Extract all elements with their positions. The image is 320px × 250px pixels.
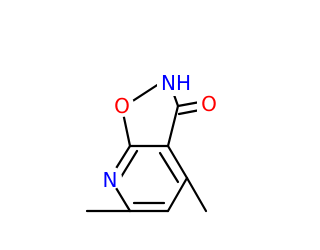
mask-carbonyl-o (197, 91, 221, 117)
bond-c3a-c4 (166, 144, 189, 180)
bond-c3a-c4-double (158, 151, 180, 184)
molecule-structure: N O NH O (85, 70, 221, 213)
bond-c3-c3a (166, 104, 180, 148)
bond-c3-o-carbonyl (176, 100, 202, 108)
atom-carbonyl-oxygen: O (201, 92, 217, 116)
bond-c4-c5 (166, 176, 189, 213)
atom-ring-oxygen: O (114, 94, 130, 118)
mask-ring-o (110, 93, 134, 117)
bond-c4-methyl (185, 176, 208, 213)
mask-pyridine-n (98, 166, 122, 190)
bond-c3-o-carbonyl-double (177, 108, 202, 116)
mask-nh (157, 70, 195, 96)
atom-pyridine-nitrogen: N (103, 168, 118, 192)
atom-nh: NH (161, 71, 191, 95)
structure-canvas: N O NH O (85, 70, 221, 213)
